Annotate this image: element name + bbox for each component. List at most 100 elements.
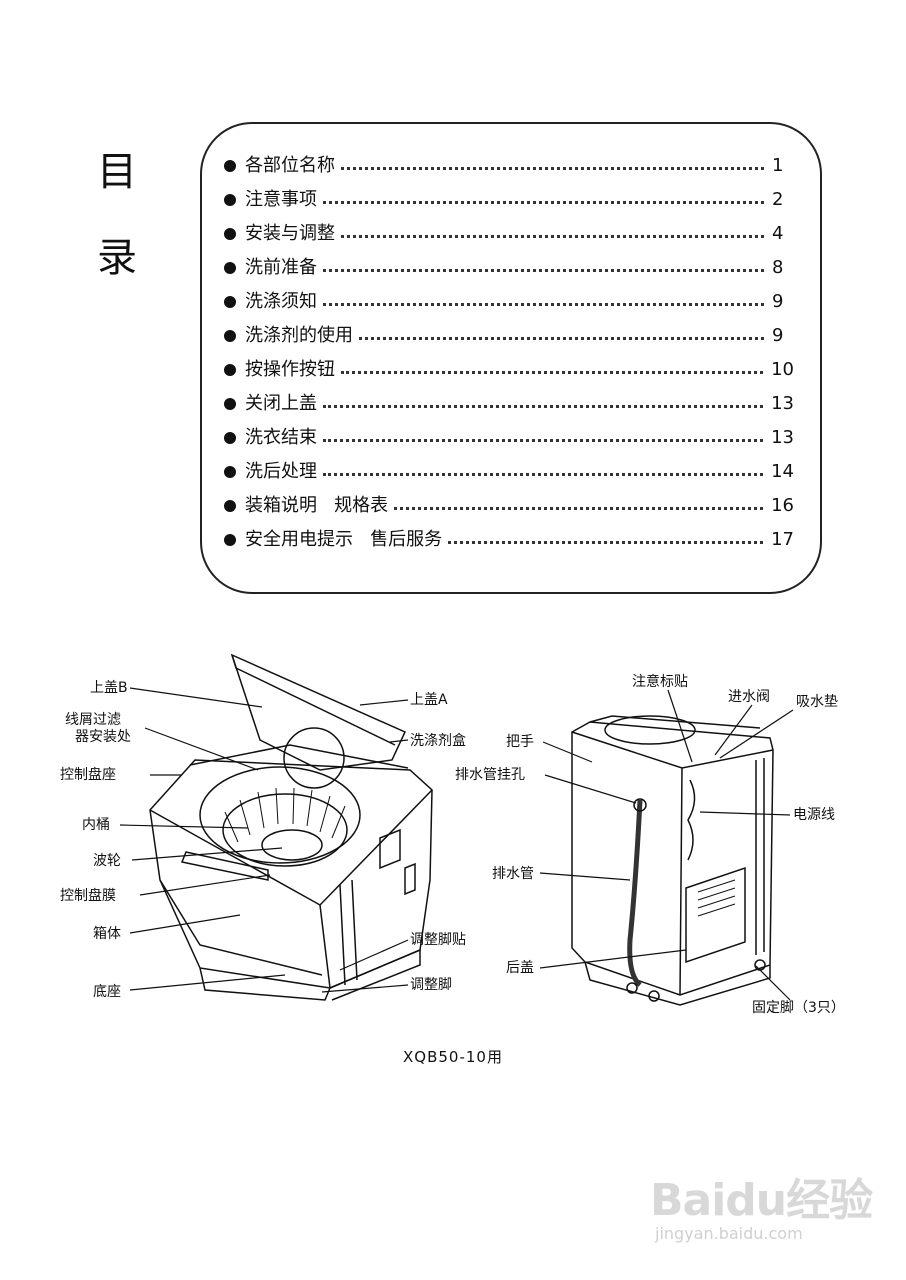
rear-cover-panel	[685, 866, 746, 964]
toc-page: 14	[771, 461, 794, 482]
back-cabinet-outline	[571, 721, 774, 996]
toc-label: 洗涤须知	[245, 291, 317, 312]
title-char-1: 目	[97, 149, 137, 195]
title-char-2: 录	[97, 235, 137, 281]
bullet-icon	[224, 398, 236, 410]
label-fixed-feet: 固定脚（3只）	[752, 1000, 845, 1016]
label-adjust-foot: 调整脚	[410, 977, 452, 993]
toc-page: 13	[771, 427, 794, 448]
lid	[230, 653, 407, 771]
power-cord	[687, 779, 696, 861]
label-cabinet: 箱体	[93, 926, 121, 942]
toc-page: 10	[771, 359, 794, 380]
label-caution-sticker: 注意标贴	[632, 674, 688, 690]
toc-page: 13	[771, 393, 794, 414]
toc-entry: 洗涤剂的使用 9	[224, 321, 794, 351]
pulsator	[261, 829, 323, 861]
toc-label: 各部位名称	[245, 155, 335, 176]
front-top-back-edge	[189, 744, 409, 769]
bullet-icon	[224, 262, 236, 274]
label-drain-hook: 排水管挂孔	[455, 767, 525, 783]
control-panel	[180, 851, 269, 881]
front-top-edge	[149, 789, 433, 906]
watermark-brand: Baidu经验	[650, 1175, 873, 1226]
toc-page: 9	[772, 325, 784, 346]
label-detergent-box: 洗涤剂盒	[410, 733, 466, 749]
toc-page: 2	[772, 189, 784, 210]
front-cabinet-outline	[149, 759, 433, 989]
lid-window	[283, 727, 345, 789]
toc-entry: 洗衣结束 13	[224, 423, 794, 453]
bullet-icon	[224, 330, 236, 342]
toc-page: 8	[772, 257, 784, 278]
toc-leader-dots	[323, 438, 764, 442]
toc-box: 各部位名称 1 注意事项 2 安装与调整 4 洗前准备 8 洗涤须知 9 洗涤剂的使用 9 按操作按钮 1…	[200, 122, 822, 594]
label-inner-tub: 内桶	[82, 817, 110, 833]
label-drain-hose: 排水管	[492, 866, 534, 882]
tub-opening	[199, 766, 361, 864]
toc-label: 洗后处理	[245, 461, 317, 482]
model-caption: XQB50-10用	[403, 1048, 503, 1066]
label-power-cord: 电源线	[793, 807, 835, 823]
toc-entry: 洗后处理 14	[224, 457, 794, 487]
label-rear-cover: 后盖	[506, 960, 534, 976]
toc-leader-dots	[341, 234, 764, 238]
toc-label: 洗涤剂的使用	[245, 325, 353, 346]
bullet-icon	[224, 296, 236, 308]
label-absorb-pad: 吸水垫	[796, 694, 838, 710]
toc-label: 装箱说明 规格表	[245, 495, 389, 516]
label-foot-sticker: 调整脚贴	[410, 932, 466, 948]
toc-page: 16	[771, 495, 794, 516]
bullet-icon	[224, 228, 236, 240]
toc-leader-dots	[359, 336, 764, 340]
label-inlet-valve: 进水阀	[728, 689, 770, 705]
label-handle: 把手	[506, 734, 534, 750]
label-pulsator: 波轮	[93, 853, 121, 869]
toc-leader-dots	[323, 268, 764, 272]
toc-entry: 安装与调整 4	[224, 219, 794, 249]
toc-entry: 注意事项 2	[224, 185, 794, 215]
toc-leader-dots	[323, 200, 764, 204]
label-lint-filter-1: 线屑过滤	[65, 712, 121, 728]
label-base: 底座	[93, 984, 121, 1000]
toc-entry: 安全用电提示 售后服务 17	[224, 525, 794, 555]
toc-label: 洗前准备	[245, 257, 317, 278]
toc-leader-dots	[341, 166, 764, 170]
toc-page: 1	[772, 155, 784, 176]
toc-label: 安装与调整	[245, 223, 335, 244]
toc-entry: 装箱说明 规格表 16	[224, 491, 794, 521]
back-top-cover	[604, 715, 696, 745]
inner-tub	[222, 793, 348, 867]
bullet-icon	[224, 500, 236, 512]
toc-label: 关闭上盖	[245, 393, 317, 414]
toc-page: 9	[772, 291, 784, 312]
toc-leader-dots	[448, 540, 764, 544]
label-lid-b: 上盖B	[90, 680, 128, 696]
label-control-film: 控制盘膜	[60, 888, 116, 904]
toc-leader-dots	[323, 302, 764, 306]
toc-page: 17	[771, 529, 794, 550]
toc-leader-dots	[323, 472, 764, 476]
label-lid-a: 上盖A	[410, 692, 448, 708]
toc-page: 4	[772, 223, 784, 244]
watermark-url: jingyan.baidu.com	[655, 1224, 803, 1243]
toc-label: 注意事项	[245, 189, 317, 210]
toc-entry: 按操作按钮 10	[224, 355, 794, 385]
bullet-icon	[224, 534, 236, 546]
front-corner-edge	[319, 904, 331, 989]
toc-label: 洗衣结束	[245, 427, 317, 448]
drain-hose	[627, 799, 643, 987]
toc-label: 按操作按钮	[245, 359, 335, 380]
bullet-icon	[224, 466, 236, 478]
label-control-base: 控制盘座	[60, 767, 116, 783]
front-base	[199, 967, 331, 1001]
toc-entry: 洗涤须知 9	[224, 287, 794, 317]
bullet-icon	[224, 194, 236, 206]
toc-entry: 关闭上盖 13	[224, 389, 794, 419]
toc-entry: 各部位名称 1	[224, 151, 794, 181]
label-lint-filter-2: 器安装处	[75, 729, 131, 745]
toc-label: 安全用电提示 售后服务	[245, 529, 443, 550]
toc-leader-dots	[394, 506, 764, 510]
toc-entry: 洗前准备 8	[224, 253, 794, 283]
